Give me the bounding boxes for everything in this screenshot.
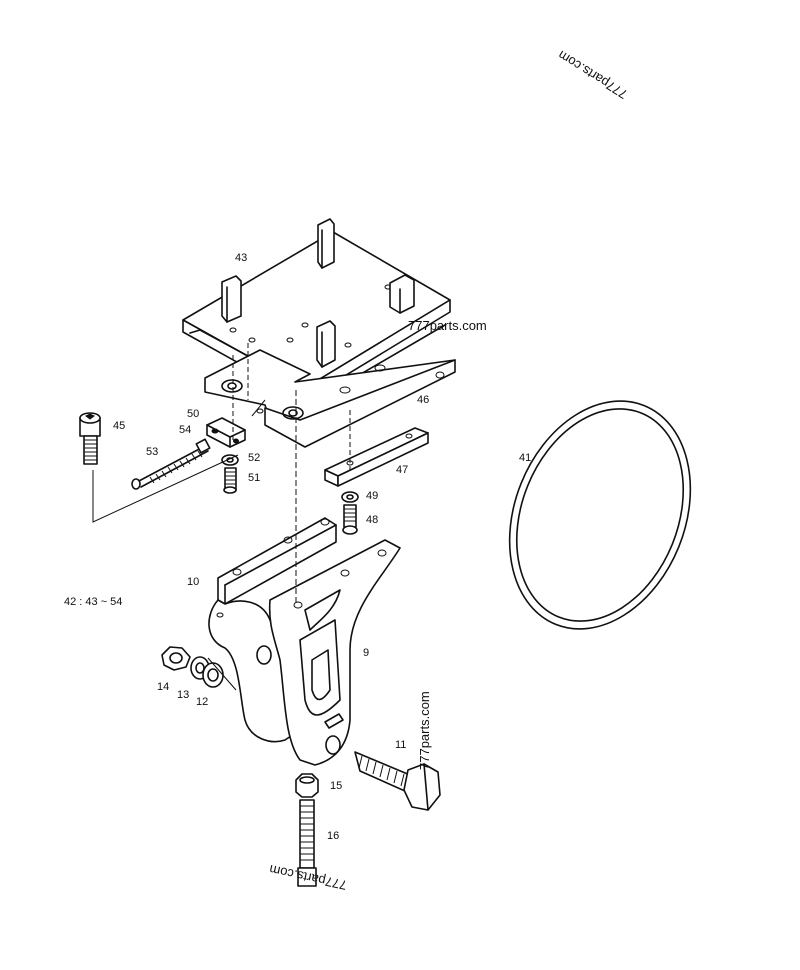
callout-48: 48: [366, 514, 379, 526]
lower-plate-part-46: [204, 349, 456, 448]
nut-part-14: [161, 646, 191, 671]
watermark-vertical: 777parts.com: [417, 691, 432, 770]
callout-11: 11: [395, 739, 407, 751]
bolt-part-51: [223, 467, 237, 494]
callout-14: 14: [157, 681, 170, 693]
ring-part-41: [508, 400, 692, 630]
callout-51: 51: [248, 472, 261, 484]
callout-41: 41: [519, 452, 532, 464]
hex-bolt-part-11: [354, 751, 441, 811]
callout-50: 50: [187, 408, 200, 420]
assembly-note: 42 : 43 ~ 54: [64, 596, 123, 608]
washer-part-49: [341, 491, 359, 503]
callout-9: 9: [363, 647, 370, 659]
callout-45: 45: [113, 420, 126, 432]
long-bolt-part-16: [297, 799, 317, 887]
callout-10: 10: [187, 576, 200, 588]
callout-53: 53: [146, 446, 159, 458]
threaded-rod-part-53: [131, 438, 211, 490]
callout-52: 52: [248, 452, 261, 464]
bar-part-47: [324, 427, 429, 487]
callout-54: 54: [179, 424, 192, 436]
bracket-part-10: [208, 517, 337, 743]
callout-15: 15: [330, 780, 343, 792]
watermark-center: 777parts.com: [408, 318, 487, 333]
callout-47: 47: [396, 464, 409, 476]
callout-12: 12: [196, 696, 209, 708]
cap-screw-part-45: [79, 412, 101, 465]
bracket-part-9: [268, 539, 401, 766]
nut-part-15: [295, 773, 319, 798]
callout-13: 13: [177, 689, 190, 701]
washer-part-12: [202, 662, 224, 688]
clamp-block-part-50: [206, 417, 246, 448]
callout-43: 43: [235, 252, 248, 264]
callout-46: 46: [417, 394, 430, 406]
callout-16: 16: [327, 830, 340, 842]
callout-49: 49: [366, 490, 379, 502]
leader-lines: [92, 343, 351, 691]
bolt-part-48: [342, 504, 358, 535]
